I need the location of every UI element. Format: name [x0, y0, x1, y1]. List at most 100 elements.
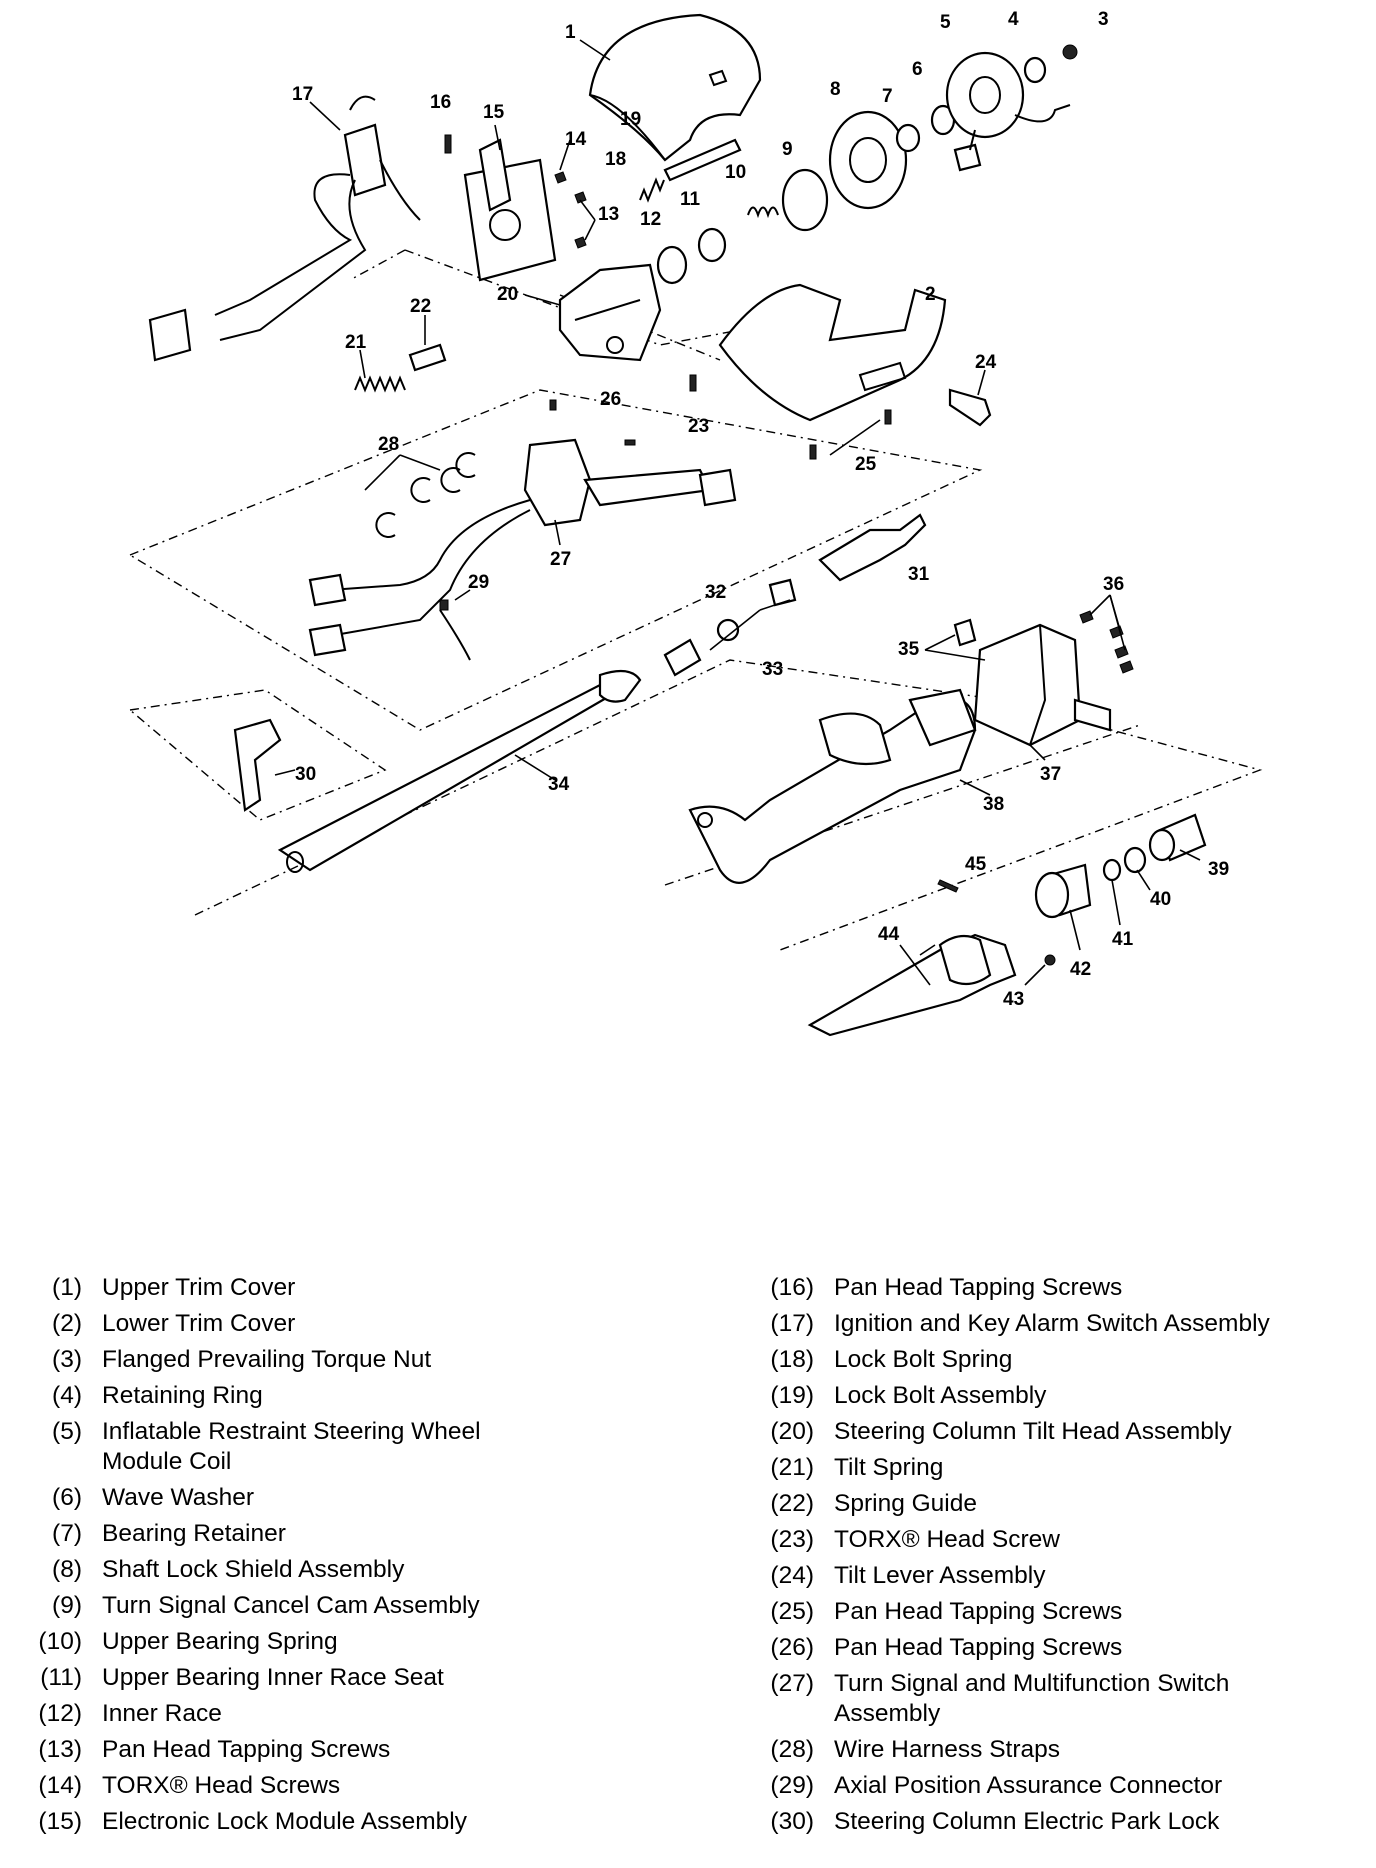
callout-10: 10 — [725, 162, 746, 183]
callout-29: 29 — [468, 572, 489, 593]
legend-text: Upper Bearing Spring — [102, 1628, 338, 1655]
legend-text: Spring Guide — [834, 1490, 978, 1517]
legend-number: (27) — [770, 1670, 814, 1697]
legend-item: (18)Lock Bolt Spring — [752, 1342, 1362, 1378]
legend-item: (16)Pan Head Tapping Screws — [752, 1270, 1362, 1306]
legend-number: (9) — [52, 1592, 82, 1619]
legend-number: (11) — [40, 1664, 82, 1691]
legend-number: (16) — [770, 1274, 814, 1301]
callout-32: 32 — [705, 582, 726, 603]
callout-38: 38 — [983, 794, 1004, 815]
part-tilt-head-assembly — [524, 263, 662, 362]
legend-text: Retaining Ring — [102, 1382, 263, 1409]
legend-number: (20) — [770, 1418, 814, 1445]
legend-text: Turn Signal and Multifunction Switch Ass… — [834, 1670, 1230, 1727]
legend-number: (10) — [38, 1628, 82, 1655]
legend-item: (12) Inner Race — [20, 1696, 700, 1732]
callout-1: 1 — [565, 22, 576, 43]
legend-number: (25) — [770, 1598, 814, 1625]
legend-number: (3) — [52, 1346, 82, 1373]
legend-item: (25)Pan Head Tapping Screws — [752, 1594, 1362, 1630]
callout-12: 12 — [640, 209, 661, 230]
callout-31: 31 — [908, 564, 930, 585]
callout-37: 37 — [1040, 764, 1061, 785]
legend-text: Electronic Lock Module Assembly — [102, 1808, 467, 1835]
callout-42: 42 — [1070, 959, 1091, 980]
legend-text: TORX® Head Screw — [834, 1526, 1060, 1553]
callout-27: 27 — [550, 549, 571, 570]
legend-number: (1) — [52, 1274, 82, 1301]
callout-24: 24 — [975, 352, 997, 373]
part-lower-trim-cover — [718, 283, 947, 422]
part-ignition-key-alarm-switch — [148, 95, 421, 362]
legend-text: Upper Bearing Inner Race Seat — [102, 1664, 444, 1691]
legend-item: (13)Pan Head Tapping Screws — [20, 1732, 700, 1768]
callout-35: 35 — [898, 639, 920, 660]
legend-item: (14) TORX® Head Screws — [20, 1768, 700, 1804]
callout-34: 34 — [548, 774, 570, 795]
legend-text: Wave Washer — [102, 1484, 255, 1511]
callout-43: 43 — [1003, 989, 1024, 1010]
legend-number: (26) — [770, 1634, 814, 1661]
callout-26: 26 — [600, 389, 621, 410]
callout-25: 25 — [855, 454, 877, 475]
callout-8: 8 — [830, 79, 841, 100]
part-tilt-lever-and-screws — [689, 369, 992, 460]
legend-number: (12) — [38, 1700, 82, 1727]
legend-number: (8) — [52, 1556, 82, 1583]
legend-number: (14) — [38, 1772, 82, 1799]
legend-item: (2) Lower Trim Cover — [20, 1306, 700, 1342]
legend-item: (30) Steering Column Electric Park Lock — [752, 1804, 1362, 1840]
callout-5: 5 — [940, 12, 951, 33]
legend-item: (5)Inflatable Restraint Steering Wheel M… — [20, 1414, 700, 1480]
legend-text: Lower Trim Cover — [102, 1310, 296, 1337]
part-lower-column-components — [807, 813, 1207, 1037]
legend-item: (1) Upper Trim Cover — [20, 1270, 700, 1306]
legend-text: Pan Head Tapping Screws — [834, 1634, 1123, 1661]
callout-20: 20 — [497, 284, 518, 305]
legend-number: (19) — [770, 1382, 814, 1409]
callout-9: 9 — [782, 139, 793, 160]
part-electric-park-lock — [233, 718, 296, 812]
callout-30: 30 — [295, 764, 316, 785]
callout-40: 40 — [1150, 889, 1171, 910]
callout-15: 15 — [483, 102, 505, 123]
part-electronic-lock-module — [463, 124, 557, 282]
legend-number: (29) — [770, 1772, 814, 1799]
part-small-screws-group-1 — [444, 134, 596, 249]
legend-number: (24) — [770, 1562, 814, 1589]
legend-text: Shaft Lock Shield Assembly — [102, 1556, 405, 1583]
legend-item: (9) Turn Signal Cancel Cam Assembly — [20, 1588, 700, 1624]
legend-text: Inner Race — [102, 1700, 222, 1727]
legend-number: (28) — [770, 1736, 814, 1763]
legend-text: Upper Trim Cover — [102, 1274, 296, 1301]
legend-number: (21) — [770, 1454, 814, 1481]
legend-text: TORX® Head Screws — [102, 1772, 341, 1799]
callout-39: 39 — [1208, 859, 1229, 880]
legend-number: (2) — [52, 1310, 82, 1337]
legend-text: Tilt Lever Assembly — [834, 1562, 1046, 1589]
part-steering-shaft — [277, 669, 642, 873]
legend-text: Lock Bolt Spring — [834, 1346, 1013, 1373]
callout-21: 21 — [345, 332, 367, 353]
legend-text: Steering Column Electric Park Lock — [834, 1808, 1220, 1835]
legend-item: (7)Bearing Retainer — [20, 1516, 700, 1552]
legend-item: (20)Steering Column Tilt Head Assembly — [752, 1414, 1362, 1450]
parts-legend: (1)Upper Trim Cover (2)Lower Trim Cover … — [0, 1270, 1376, 1835]
legend-item: (22)Spring Guide — [752, 1486, 1362, 1522]
callout-7: 7 — [882, 86, 893, 107]
legend-item: (17)Ignition and Key Alarm Switch Assemb… — [752, 1306, 1362, 1342]
legend-text: Turn Signal Cancel Cam Assembly — [102, 1592, 480, 1619]
legend-item: (28)Wire Harness Straps — [752, 1732, 1362, 1768]
legend-text: Ignition and Key Alarm Switch Assembly — [834, 1310, 1270, 1337]
callout-45: 45 — [965, 854, 987, 875]
part-upper-trim-cover — [579, 13, 762, 162]
legend-number: (30) — [770, 1808, 814, 1835]
legend-item: (3)Flanged Prevailing Torque Nut — [20, 1342, 700, 1378]
legend-number: (15) — [38, 1808, 82, 1835]
callout-labels: 1 2 3 4 5 6 7 8 9 10 11 12 13 14 15 16 1… — [292, 9, 1229, 1010]
legend-item: (23)TORX® Head Screw — [752, 1522, 1362, 1558]
callout-6: 6 — [912, 59, 923, 80]
part-intermediate-shaft-components — [663, 513, 927, 677]
legend-item: (11) Upper Bearing Inner Race Seat — [20, 1660, 700, 1696]
